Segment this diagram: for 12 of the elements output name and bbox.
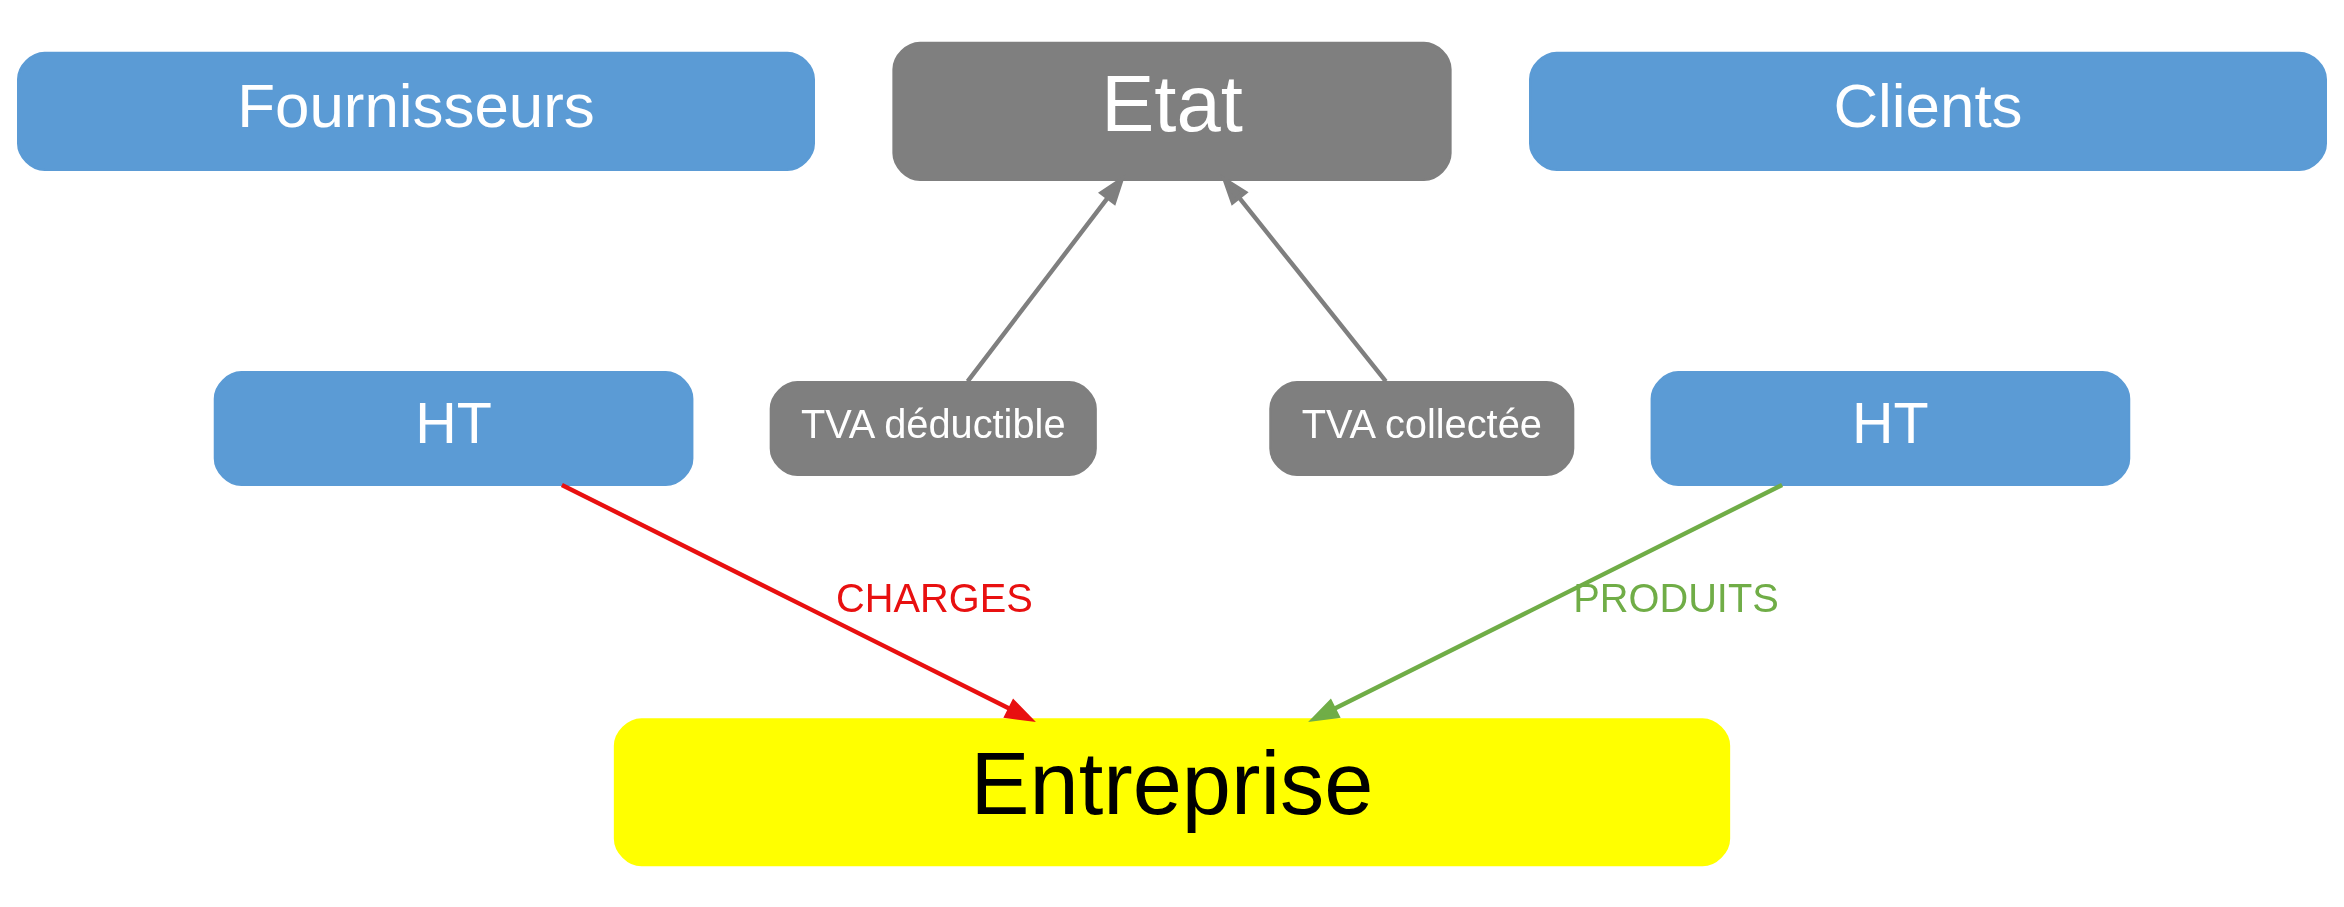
edge-label: PRODUITS xyxy=(1573,575,1779,620)
node-box: Fournisseurs xyxy=(17,51,815,171)
node-box: HT xyxy=(1650,370,2131,486)
node-box: Clients xyxy=(1529,51,2327,171)
node-box: TVA collectée xyxy=(1269,380,1575,476)
node-box: Etat xyxy=(892,41,1452,181)
node-box: Entreprise xyxy=(613,717,1731,866)
arrow xyxy=(1308,482,1784,722)
arrow xyxy=(560,482,1036,722)
node-box: TVA déductible xyxy=(769,380,1097,476)
edge-label: CHARGES xyxy=(836,575,1033,620)
node-box: HT xyxy=(213,370,694,486)
